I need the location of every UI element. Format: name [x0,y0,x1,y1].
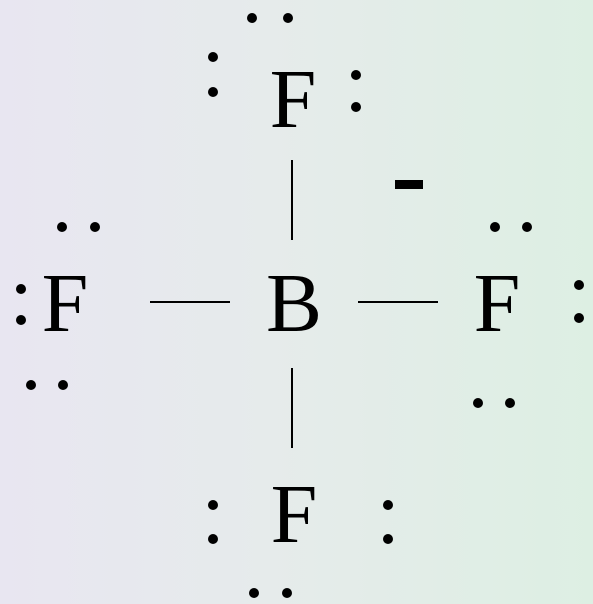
bond-top [291,160,293,240]
lone-pair-electron [16,284,26,294]
lone-pair-electron [208,500,218,510]
lone-pair-electron [57,222,67,232]
lone-pair-electron [574,313,584,323]
bond-bottom [291,368,293,448]
lone-pair-electron [90,222,100,232]
lone-pair-electron [16,315,26,325]
lone-pair-electron [208,87,218,97]
lone-pair-electron [505,398,515,408]
lone-pair-electron [383,500,393,510]
bond-left [150,301,230,303]
lone-pair-electron [574,280,584,290]
atom-boron-center: B [265,257,323,350]
lone-pair-electron [282,588,292,598]
atom-fluorine-bottom: F [270,468,318,561]
lone-pair-electron [473,398,483,408]
atom-fluorine-top: F [269,53,317,146]
lone-pair-electron [490,222,500,232]
lone-pair-electron [383,534,393,544]
lone-pair-electron [522,222,532,232]
lone-pair-electron [351,102,361,112]
atom-fluorine-right: F [473,257,521,350]
lone-pair-electron [247,13,257,23]
lone-pair-electron [58,380,68,390]
lone-pair-electron [208,52,218,62]
lone-pair-electron [351,70,361,80]
atom-fluorine-left: F [41,257,89,350]
lone-pair-electron [283,13,293,23]
lone-pair-electron [249,588,259,598]
negative-charge-sign [395,180,423,189]
lone-pair-electron [208,534,218,544]
lone-pair-electron [26,380,36,390]
bond-right [358,301,438,303]
